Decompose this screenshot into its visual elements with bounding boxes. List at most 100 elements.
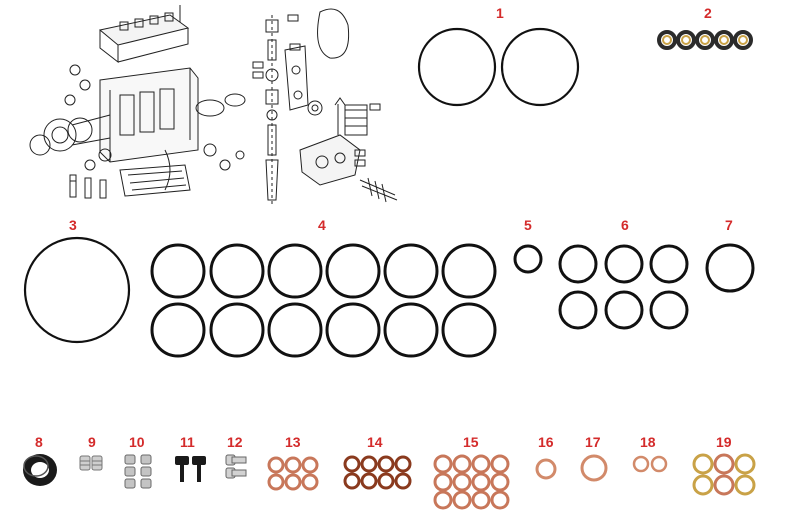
part-number-13: 13 bbox=[285, 434, 301, 450]
part-6-orings bbox=[558, 244, 689, 330]
exploded-pump-drawing bbox=[29, 5, 398, 205]
part-number-2: 2 bbox=[704, 5, 712, 21]
oring bbox=[23, 236, 131, 344]
oring bbox=[150, 243, 206, 299]
washer bbox=[433, 472, 453, 492]
washer bbox=[452, 472, 472, 492]
part-4-orings bbox=[150, 243, 497, 358]
washer bbox=[360, 455, 378, 473]
part-8-shaft-seal bbox=[23, 454, 57, 486]
washer bbox=[284, 456, 302, 474]
part-7-oring bbox=[705, 243, 755, 293]
washer bbox=[284, 473, 302, 491]
oring bbox=[417, 27, 497, 107]
part-number-16: 16 bbox=[538, 434, 554, 450]
part-number-9: 9 bbox=[88, 434, 96, 450]
washer bbox=[490, 472, 510, 492]
washer bbox=[490, 490, 510, 510]
part-number-14: 14 bbox=[367, 434, 383, 450]
part-13-copper-washers bbox=[267, 456, 319, 491]
part-10-pieces bbox=[124, 454, 152, 489]
part-number-8: 8 bbox=[35, 434, 43, 450]
part-number-6: 6 bbox=[621, 217, 629, 233]
washer bbox=[360, 472, 378, 490]
part-number-5: 5 bbox=[524, 217, 532, 233]
washer bbox=[452, 490, 472, 510]
part-12-bolts bbox=[225, 454, 247, 479]
part-number-3: 3 bbox=[69, 217, 77, 233]
washer bbox=[734, 474, 756, 496]
washer bbox=[301, 473, 319, 491]
seal bbox=[657, 30, 677, 50]
washer bbox=[692, 453, 714, 475]
oring bbox=[649, 244, 689, 284]
oring bbox=[267, 302, 323, 358]
oring bbox=[383, 243, 439, 299]
part-5-small-oring bbox=[513, 244, 543, 274]
washer bbox=[267, 473, 285, 491]
part-2-small-seals bbox=[657, 30, 753, 50]
oring bbox=[325, 243, 381, 299]
oring bbox=[383, 302, 439, 358]
oring bbox=[150, 302, 206, 358]
oring bbox=[705, 243, 755, 293]
part-number-10: 10 bbox=[129, 434, 145, 450]
washer bbox=[452, 454, 472, 474]
washer bbox=[433, 454, 453, 474]
oring bbox=[209, 302, 265, 358]
part-9-valves bbox=[79, 455, 103, 471]
oring bbox=[558, 290, 598, 330]
oring bbox=[513, 244, 543, 274]
oring bbox=[558, 244, 598, 284]
washer bbox=[343, 472, 361, 490]
oring bbox=[441, 302, 497, 358]
washer bbox=[650, 455, 668, 473]
part-17-copper-washer bbox=[580, 454, 608, 482]
washer bbox=[301, 456, 319, 474]
washer bbox=[535, 458, 557, 480]
washer bbox=[433, 490, 453, 510]
washer bbox=[471, 472, 491, 492]
seal bbox=[676, 30, 696, 50]
part-number-17: 17 bbox=[585, 434, 601, 450]
washer bbox=[580, 454, 608, 482]
washer bbox=[377, 472, 395, 490]
part-19-washers bbox=[692, 453, 756, 496]
part-14-copper-washers bbox=[343, 455, 412, 490]
part-16-copper-washer bbox=[535, 458, 557, 480]
part-1-large-orings bbox=[417, 27, 580, 107]
washer bbox=[394, 455, 412, 473]
washer bbox=[632, 455, 650, 473]
oring bbox=[325, 302, 381, 358]
part-number-11: 11 bbox=[180, 434, 195, 450]
oring bbox=[649, 290, 689, 330]
oring bbox=[500, 27, 580, 107]
part-number-15: 15 bbox=[463, 434, 479, 450]
oring bbox=[441, 243, 497, 299]
washer bbox=[471, 454, 491, 474]
washer bbox=[471, 490, 491, 510]
washer bbox=[713, 453, 735, 475]
washer bbox=[377, 455, 395, 473]
seal bbox=[714, 30, 734, 50]
part-15-copper-washers bbox=[433, 454, 510, 510]
washer bbox=[394, 472, 412, 490]
part-11-screws bbox=[175, 456, 206, 482]
oring bbox=[209, 243, 265, 299]
part-18-copper-washers bbox=[632, 455, 668, 473]
oring bbox=[267, 243, 323, 299]
seal bbox=[695, 30, 715, 50]
seal bbox=[733, 30, 753, 50]
washer bbox=[713, 474, 735, 496]
part-number-4: 4 bbox=[318, 217, 326, 233]
washer bbox=[490, 454, 510, 474]
oring bbox=[604, 244, 644, 284]
part-number-7: 7 bbox=[725, 217, 733, 233]
washer bbox=[343, 455, 361, 473]
part-3-large-oring bbox=[23, 236, 131, 344]
part-number-18: 18 bbox=[640, 434, 656, 450]
part-number-12: 12 bbox=[227, 434, 243, 450]
oring bbox=[604, 290, 644, 330]
washer bbox=[267, 456, 285, 474]
